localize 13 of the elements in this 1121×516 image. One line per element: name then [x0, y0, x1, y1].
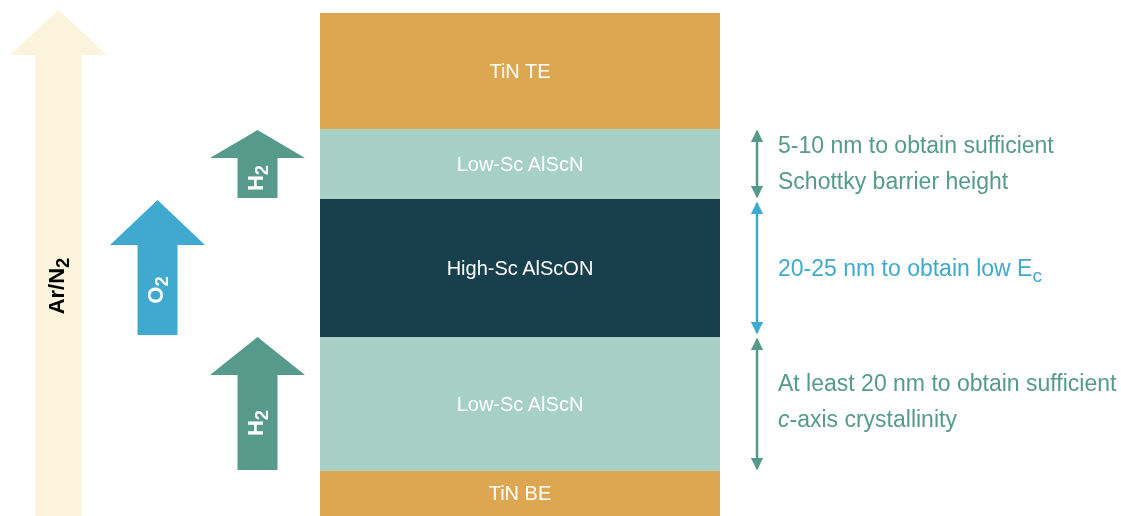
layer-label: TiN TE [489, 59, 551, 83]
film-layer [320, 129, 720, 199]
layer-label: Low-Sc AlScN [456, 392, 584, 416]
layer-label: High-Sc AlScON [446, 256, 594, 280]
film-layer [320, 337, 720, 471]
thickness-note: 5-10 nm to obtain sufficient Schottky barrier height [778, 131, 1055, 196]
layer-label: Low-Sc AlScN [456, 152, 584, 176]
film-layer [320, 199, 720, 337]
layer-label: TiN BE [488, 482, 552, 505]
thickness-note: 20-25 nm to obtain low E$_{c}$ [778, 254, 1043, 288]
thickness-note: At least 20 nm to obtain sufficient c-axis crystallinity [778, 369, 1118, 434]
top-electrode-layer [320, 13, 720, 129]
bottom-electrode-layer [320, 471, 720, 516]
